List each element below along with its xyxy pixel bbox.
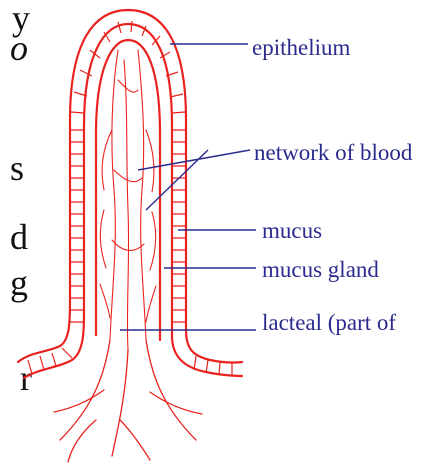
leader-network-b [146, 150, 208, 210]
label-mucus: mucus [262, 219, 322, 242]
label-mucus-gland: mucus gland [262, 258, 379, 281]
label-lacteal: lacteal (part of [262, 311, 396, 334]
label-network: network of blood [254, 141, 412, 164]
epithelial-cells [28, 21, 232, 376]
leader-network-a [138, 150, 250, 170]
label-epithelium: epithelium [252, 36, 350, 59]
leader-lines [120, 44, 256, 330]
blood-network [100, 50, 156, 350]
villus-outline [18, 10, 242, 378]
